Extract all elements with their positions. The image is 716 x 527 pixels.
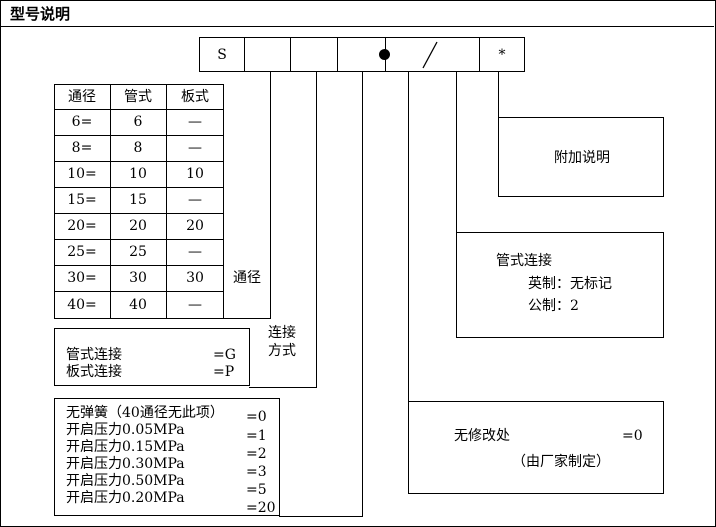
- table-cell: 40=: [67, 297, 97, 313]
- spring-item-code: =2: [246, 446, 267, 462]
- table-cell: 20: [129, 218, 147, 234]
- connector-line-bore-horizontal: [224, 318, 271, 319]
- table-cell: —: [188, 244, 202, 260]
- pipe-thread-title: 管式连接: [496, 253, 552, 269]
- table-cell: 40: [129, 297, 147, 313]
- table-cell: 8: [133, 140, 143, 156]
- table-header-pipe: 管式: [124, 89, 152, 105]
- table-cell: —: [188, 297, 202, 313]
- page-title: 型号说明: [10, 5, 71, 23]
- table-cell: 15=: [67, 192, 97, 208]
- table-header-bore: 通径: [68, 89, 96, 105]
- table-cell: 20=: [67, 218, 97, 234]
- spring-item-code: =3: [246, 464, 267, 480]
- connector-line-bore: [270, 71, 271, 319]
- spring-item-name: 无弹簧（40通径无此项）: [66, 405, 224, 421]
- connector-line-spring-horizontal: [279, 516, 363, 517]
- table-cell: 25: [129, 244, 147, 260]
- spring-item-name: 开启压力0.50MPa: [66, 473, 185, 489]
- connector-line-modification: [408, 71, 409, 402]
- table-cell: —: [188, 192, 202, 208]
- connector-line-thread: [456, 71, 457, 233]
- pipe-thread-box: [456, 232, 664, 338]
- spring-item-name: 开启压力0.05MPa: [66, 422, 185, 438]
- modification-code: =0: [622, 428, 643, 444]
- table-cell: 10: [129, 166, 147, 182]
- table-cell: —: [188, 140, 202, 156]
- table-cell: 6: [133, 114, 143, 130]
- connector-line-connection: [316, 71, 317, 388]
- connection-item-name: 管式连接: [66, 347, 122, 363]
- connection-side-label-line2: 方式: [268, 343, 296, 359]
- code-box-bore: [244, 37, 291, 72]
- pipe-thread-metric: 公制：2: [528, 298, 579, 314]
- connection-box: [54, 328, 250, 386]
- spring-item-name: 开启压力0.30MPa: [66, 456, 185, 472]
- connection-item-name: 板式连接: [66, 364, 122, 380]
- connector-line-spring: [362, 71, 363, 517]
- table-cell: 30: [129, 270, 147, 286]
- bore-table: [54, 84, 224, 319]
- spring-item-name: 开启压力0.15MPa: [66, 439, 185, 455]
- spring-item-code: =20: [246, 500, 276, 516]
- connection-side-label-line1: 连接: [268, 325, 296, 341]
- connector-line-extra: [498, 71, 499, 118]
- bore-side-label: 通径: [233, 270, 261, 286]
- table-cell: 30: [186, 270, 204, 286]
- code-box-series: S: [199, 37, 245, 72]
- table-cell: 6=: [71, 114, 93, 130]
- spring-item-code: =1: [246, 428, 267, 444]
- spring-item-name: 开启压力0.20MPa: [66, 490, 185, 506]
- table-cell: 15: [129, 192, 147, 208]
- connection-item-code: =G: [213, 347, 236, 363]
- table-cell: —: [188, 114, 202, 130]
- table-cell: 20: [186, 218, 204, 234]
- spring-item-code: =0: [246, 409, 267, 425]
- modification-note: （由厂家制定）: [512, 454, 610, 470]
- table-cell: 8=: [71, 140, 93, 156]
- table-cell: 10: [186, 166, 204, 182]
- modification-box: [408, 401, 664, 494]
- code-box-extra: *: [479, 37, 525, 72]
- modification-label: 无修改处: [454, 428, 510, 444]
- pipe-thread-imperial: 英制：无标记: [528, 276, 612, 292]
- header-bar: 型号说明: [0, 0, 714, 27]
- table-header-plate: 板式: [181, 89, 209, 105]
- connector-line-connection-horizontal: [249, 387, 317, 388]
- separator-dot: [379, 49, 390, 60]
- code-box-connection: [290, 37, 338, 72]
- separator-slash: [422, 41, 438, 69]
- extra-note-box: [498, 117, 664, 197]
- spring-box: [54, 398, 280, 516]
- table-cell: 30=: [67, 270, 97, 286]
- connection-item-code: =P: [213, 364, 235, 380]
- table-cell: 25=: [67, 244, 97, 260]
- extra-note-label: 附加说明: [554, 150, 610, 166]
- table-cell: 10=: [67, 166, 97, 182]
- spring-item-code: =5: [246, 482, 267, 498]
